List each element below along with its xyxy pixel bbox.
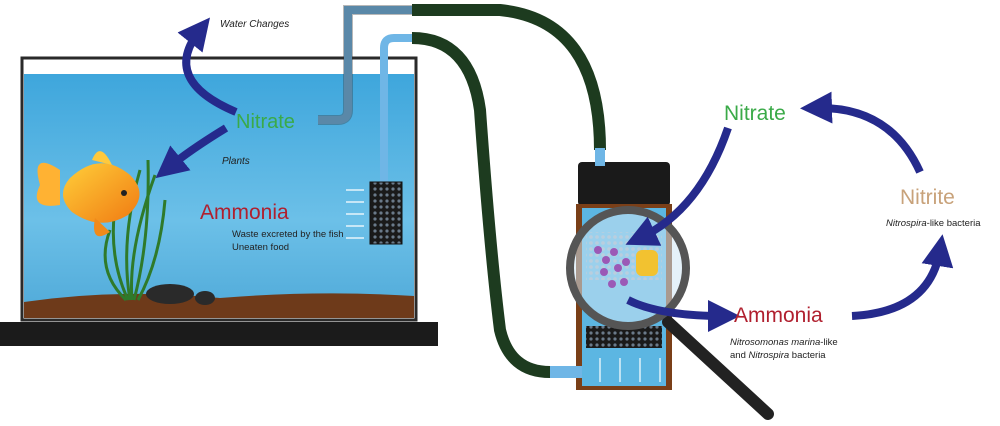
nitrite-bacteria-label: Nitrospira-like bacteria [886, 218, 981, 229]
ammonia-source-waste: Waste excreted by the fish [232, 229, 344, 240]
filter-flow-arrows [599, 358, 661, 382]
arrow-ammonia-to-nitrite [851, 234, 954, 320]
return-pipe [318, 6, 412, 124]
aquarium [0, 5, 438, 346]
return-hose [412, 3, 606, 151]
return-pipe-outline [318, 5, 412, 125]
stand [0, 322, 438, 346]
arrow-nitrate-to-water-changes [177, 17, 238, 116]
intake-hose [411, 32, 551, 378]
tank-ammonia-label: Ammonia [200, 201, 289, 224]
arrow-nitrite-to-nitrate [800, 91, 924, 174]
filter-media [586, 326, 662, 348]
arrow-nitrate-to-bacteria [625, 126, 732, 246]
filter-lid [578, 162, 670, 206]
intake-pipe [380, 34, 412, 182]
ammonia-bacteria-prefix-2: and [730, 350, 749, 361]
tank-labels: Water Changes Nitrate Plants Ammonia Was… [200, 19, 344, 253]
filter-outlet [595, 148, 605, 166]
goldfish [36, 151, 140, 237]
arrow-nitrate-to-plants [155, 124, 229, 179]
cycle-arrows [155, 17, 954, 332]
ammonia-bacteria-suffix-2: bacteria [789, 350, 826, 361]
ammonia-bacteria-line-1: Nitrosomonas marina-like [730, 337, 838, 348]
hoses [411, 3, 606, 378]
cycle-nitrite-label: Nitrite [900, 186, 955, 209]
ammonia-bacteria-genus-1: Nitrosomonas marina [730, 337, 820, 348]
water-changes-label: Water Changes [220, 19, 289, 30]
tank-glass [20, 56, 418, 322]
cycle-nitrate-label: Nitrate [724, 102, 786, 125]
cycle-labels: Nitrate Nitrite Nitrospira-like bacteria… [724, 102, 981, 361]
ammonia-source-food: Uneaten food [232, 242, 289, 253]
nitrite-bacteria-suffix: -like bacteria [927, 218, 982, 229]
intake-flow-arrows [346, 189, 364, 239]
rock [195, 291, 215, 305]
ammonia-bacteria-genus-2: Nitrospira [749, 350, 790, 361]
ammonia-bacteria-suffix-1: -like [820, 337, 837, 348]
ammonia-bacteria-line-2: and Nitrospira bacteria [730, 350, 826, 361]
intake-strainer [369, 181, 403, 245]
arrow-bacteria-to-ammonia [626, 296, 740, 332]
nitrite-bacteria-genus: Nitrospira [886, 218, 927, 229]
tank-nitrate-label: Nitrate [236, 111, 295, 133]
tank-gravel [24, 293, 414, 318]
filter-inlet [550, 366, 582, 378]
rock [146, 284, 194, 304]
plants-label: Plants [222, 156, 250, 167]
cycle-ammonia-label: Ammonia [734, 304, 823, 327]
bacteria-cluster [594, 246, 658, 288]
